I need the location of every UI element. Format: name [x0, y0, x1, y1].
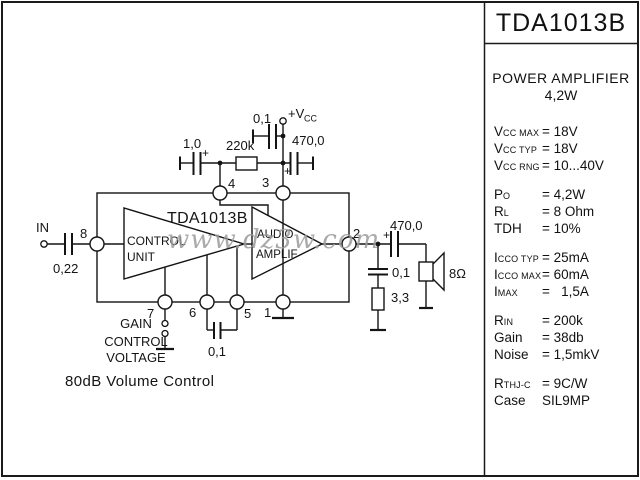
top-network — [179, 117, 314, 186]
input-label: IN — [36, 220, 49, 235]
input-network — [40, 233, 124, 255]
gain-note: GAIN — [120, 316, 152, 331]
pin6-label: 6 — [189, 305, 196, 320]
control-unit-label: UNIT — [127, 250, 156, 264]
vcc-label-sub: CC — [304, 114, 317, 124]
pin8-circle — [89, 236, 105, 252]
cap-01-out-label: 0,1 — [392, 265, 410, 280]
spec-line-vcc-rng: VCC RNG= 10...40V — [494, 158, 604, 173]
cap-470-out-label: 470,0 — [390, 218, 423, 233]
pin4-internal-wire — [219, 200, 269, 216]
ic-name-label: TDA1013B — [167, 210, 248, 227]
gain-note: VOLTAGE — [106, 350, 166, 365]
control-unit-label: CONTROL — [127, 234, 186, 248]
spec-line-rin: RIN= 200k — [494, 313, 583, 328]
audio-amp-label: AUDIO — [257, 229, 293, 241]
output-network — [356, 231, 445, 332]
junction-dot — [217, 160, 223, 166]
pin5-label: 5 — [244, 306, 251, 321]
bottom-network — [156, 309, 294, 351]
pin1-circle — [275, 294, 291, 310]
pin4-label: 4 — [228, 176, 235, 191]
pin4-circle — [212, 185, 228, 201]
gain-terminal — [161, 319, 169, 328]
vcc-terminal — [279, 117, 287, 125]
pin1-label: 1 — [264, 305, 271, 320]
schematic-labels: IN 0,22 8 4 3 2 7 6 5 1 TDA1013B CONTROL… — [36, 106, 466, 390]
junction-dot — [280, 160, 286, 166]
polarity-plus: + — [383, 228, 390, 242]
pin5-circle — [229, 294, 245, 310]
spec-line-noise: Noise= 1,5mkV — [494, 347, 600, 362]
spec-list: VCC MAX= 18V VCC TYP= 18V VCC RNG= 10...… — [494, 123, 638, 409]
spec-line-icco-typ: ICCO TYP= 25mA — [494, 250, 589, 265]
pin3-circle — [275, 185, 291, 201]
cap-470-top-label: 470,0 — [292, 133, 325, 148]
cap-10-label: 1,0 — [183, 136, 201, 151]
cap-022-label: 0,22 — [53, 261, 78, 276]
speaker-impedance-label: 8Ω — [449, 266, 466, 281]
pin7-label: 7 — [147, 306, 154, 321]
pin8-label: 8 — [80, 226, 87, 241]
polarity-plus: + — [284, 164, 291, 178]
ic-pins — [89, 185, 357, 310]
cap-01-top-label: 0,1 — [253, 111, 271, 126]
spec-line-rl: RL= 8 Ohm — [494, 204, 595, 219]
speaker-cone — [432, 251, 445, 292]
pin2-label: 2 — [353, 226, 360, 241]
pin3-label: 3 — [262, 175, 269, 190]
caption: 80dB Volume Control — [65, 373, 214, 390]
gain-note: CONTROL — [104, 334, 168, 349]
spec-line-imax: IMAX= 1,5A — [494, 284, 589, 299]
resistor-33 — [371, 287, 385, 311]
spec-line-rthj: RTHJ-C= 9C/W — [494, 376, 588, 391]
part-number-title: TDA1013B — [495, 9, 627, 37]
spec-line-icco-max: ICCO MAX= 60mA — [494, 267, 589, 282]
junction-dot — [280, 133, 286, 139]
pin2-circle — [341, 236, 357, 252]
watermark: www.dz3w.com — [167, 225, 380, 255]
polarity-plus: + — [202, 146, 209, 160]
res-220k-label: 220k — [226, 138, 255, 153]
speaker-icon — [418, 261, 434, 282]
junction-dot — [375, 241, 381, 247]
audio-amp-triangle — [251, 205, 324, 281]
spec-line-po: PO= 4,2W — [494, 187, 586, 202]
pin7-circle — [157, 294, 173, 310]
resistor-220k — [235, 156, 258, 171]
vcc-label: +V — [288, 106, 305, 121]
panel-heading: POWER AMPLIFIER — [492, 70, 630, 86]
spec-line-tdh: TDH= 10% — [494, 221, 581, 236]
part-number-box: TDA1013B — [486, 5, 636, 42]
input-terminal — [40, 240, 48, 248]
res-33-label: 3,3 — [391, 290, 409, 305]
spec-line-gain: Gain= 38db — [494, 330, 584, 345]
spec-line-vcc-max: VCC MAX= 18V — [494, 124, 578, 139]
audio-amp-label: AMPLIF — [256, 249, 298, 261]
cap-01-bottom-label: 0,1 — [208, 344, 226, 359]
spec-line-vcc-typ: VCC TYP= 18V — [494, 141, 578, 156]
pin6-circle — [199, 294, 215, 310]
panel-heading-power: 4,2W — [544, 87, 578, 103]
